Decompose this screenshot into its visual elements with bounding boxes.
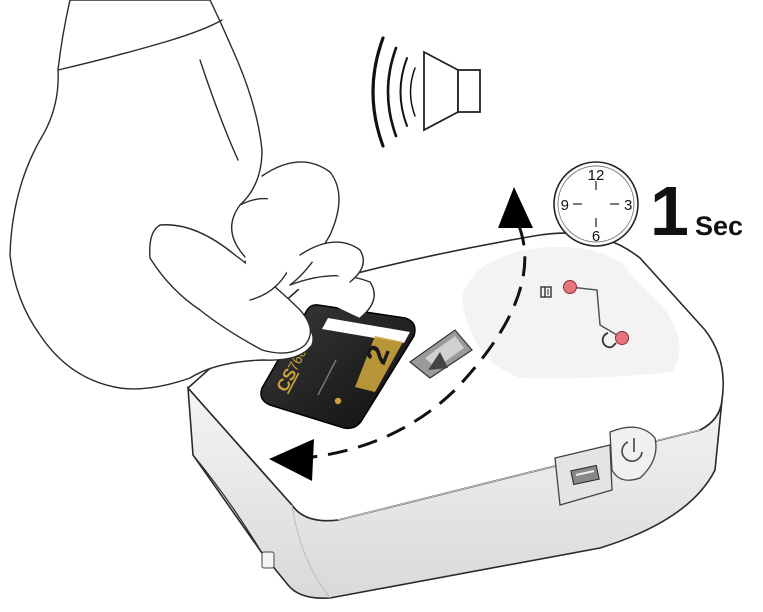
arrowhead-up-icon — [498, 187, 533, 228]
speaker-icon — [424, 52, 480, 130]
duration-value: 1 — [650, 172, 689, 250]
duration-unit: Sec — [695, 211, 743, 241]
clock-numeral-9: 9 — [561, 197, 569, 214]
sound-waves-icon — [373, 38, 415, 146]
clock-numeral-6: 6 — [592, 228, 600, 245]
clock-numeral-3: 3 — [624, 197, 632, 214]
side-nub — [262, 552, 274, 568]
led-bottom — [616, 332, 629, 345]
led-top — [564, 281, 577, 294]
clock-numeral-12: 12 — [588, 167, 605, 184]
